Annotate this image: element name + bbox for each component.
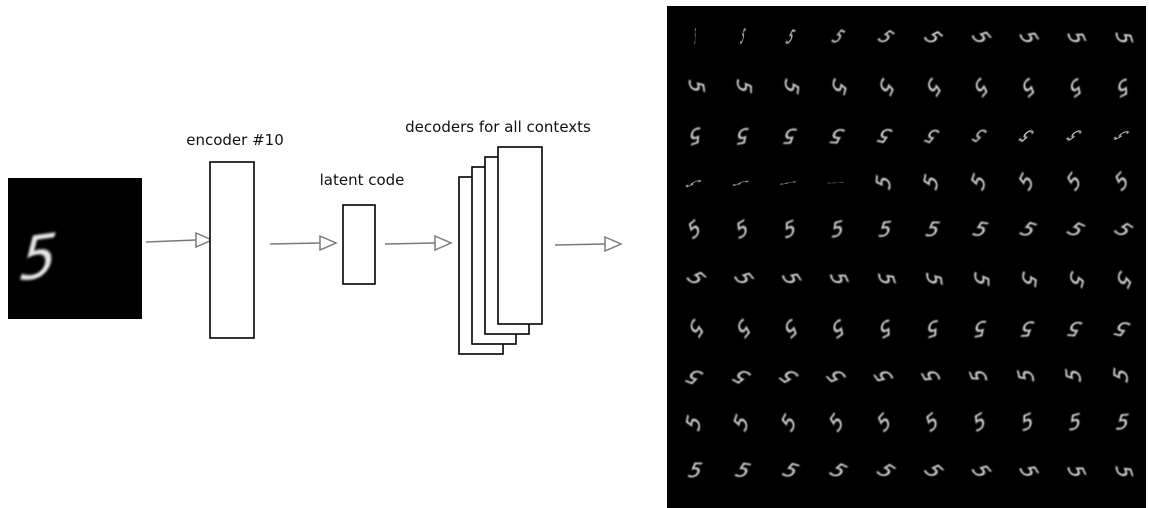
generated-digit: 5 [1068,408,1081,435]
generated-digit: 5 [825,270,854,287]
arrow-decoders-to-output [554,235,623,253]
arrow-input-to-encoder [145,231,214,249]
generated-digit: 5 [921,272,947,286]
generated-digit: 5 [1110,465,1138,479]
encoder-label: encoder #10 [186,131,284,149]
generated-digit: 5 [1013,369,1040,381]
generated-digit: 5 [1110,31,1138,45]
generated-digit: 5 [826,182,849,184]
generated-digit: 5 [694,27,696,50]
input-image: 5 [8,178,142,319]
generated-digit: 5 [779,180,801,186]
generated-digit: 5 [1019,317,1036,341]
generated-digit: 5 [970,270,994,288]
generated-digit: 5 [688,122,703,150]
generated-digit: 5 [1062,463,1091,480]
generated-digit: 5 [925,315,940,343]
decoders-stack [458,146,543,355]
generated-digit: 5 [1019,408,1035,437]
generated-digit: 5 [924,217,943,241]
generated-digit: 5 [964,368,992,383]
generated-digit: 5 [684,79,710,93]
generated-digit: 5 [781,124,798,148]
generated-digit: 5 [738,26,746,49]
output-grid-background [667,6,1146,508]
generated-digit: 5 [1062,29,1091,46]
latent-code-label: latent code [320,171,405,189]
generated-digit: 5 [736,123,749,149]
generated-digit: 5 [831,216,844,243]
latent-code-block [342,204,376,285]
generated-digit: 5 [973,315,986,341]
generated-digit: 5 [782,215,798,244]
generated-digit: 5 [732,178,754,187]
generated-digit: 5 [873,272,901,286]
generated-digit: 5 [686,458,705,482]
generated-digit: 5 [878,217,893,242]
generated-digit: 5 [1114,73,1131,102]
generated-digit: 5 [1115,409,1130,434]
generated-digit: 5 [1061,367,1086,383]
generated-digit: 5 [877,314,894,343]
arrow-encoder-to-latent [269,234,338,252]
input-digit-glyph: 5 [18,221,59,295]
encoder-block [209,161,255,339]
decoders-label: decoders for all contexts [405,118,591,136]
generated-digit: 5 [732,78,756,96]
decoder-block [497,146,543,325]
arrow-latent-to-decoders [384,234,453,252]
